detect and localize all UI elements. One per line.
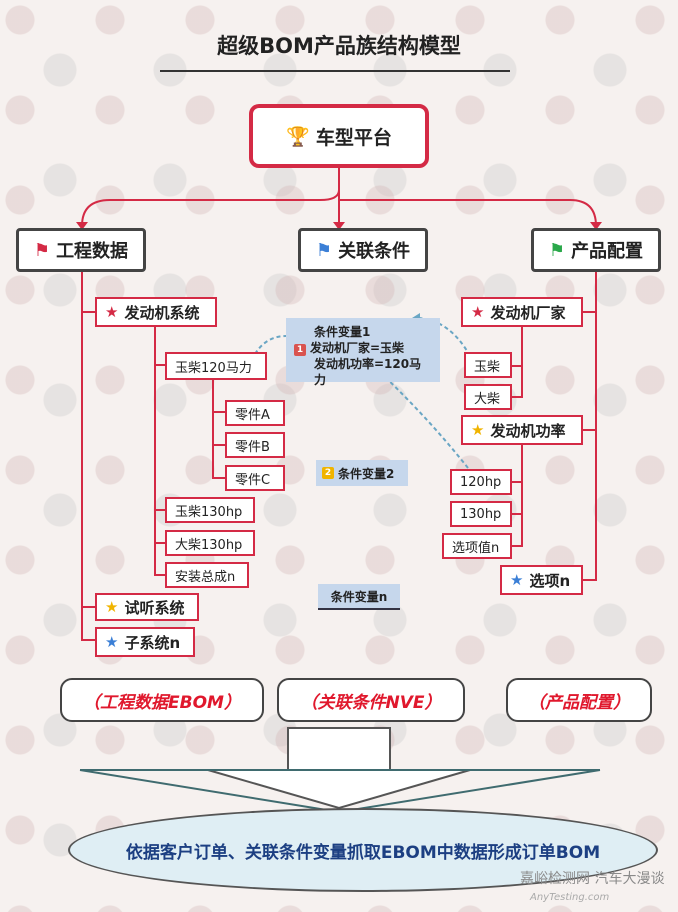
yuchai-node[interactable]: 玉柴 — [464, 352, 512, 378]
engine-maker-node[interactable]: ★ 发动机厂家 — [461, 297, 583, 327]
config-label: （产品配置） — [528, 692, 630, 713]
condition-label: 关联条件 — [338, 241, 411, 262]
star-icon: ★ — [105, 633, 119, 651]
option-value-n-label: 选项值n — [452, 540, 500, 556]
cond1-line1: 1 发动机厂家=玉柴 — [294, 340, 432, 356]
part-b-label: 零件B — [235, 439, 270, 455]
star-icon: ★ — [471, 303, 485, 321]
yuchai130-node[interactable]: 玉柴130hp — [165, 497, 255, 523]
summary-ellipse: 依据客户订单、关联条件变量抓取EBOM中数据形成订单BOM — [68, 808, 658, 892]
engine-system-node[interactable]: ★ 发动机系统 — [95, 297, 217, 327]
engine-system-label: 发动机系统 — [124, 303, 200, 322]
hp130-label: 130hp — [460, 506, 502, 522]
yuchai130-label: 玉柴130hp — [175, 504, 243, 520]
dachai130-node[interactable]: 大柴130hp — [165, 530, 255, 556]
red-flag-icon: ⚑ — [33, 239, 51, 261]
product-config-node[interactable]: ⚑ 产品配置 — [531, 228, 661, 272]
audition-system-node[interactable]: ★ 试听系统 — [95, 593, 199, 621]
engine-power-label: 发动机功率 — [490, 421, 566, 440]
trophy-icon: 🏆 — [286, 125, 310, 148]
badge-1: 1 — [294, 344, 306, 356]
ebom-label: （工程数据EBOM） — [83, 692, 241, 713]
cond1-line1-text: 发动机厂家=玉柴 — [310, 341, 405, 355]
engine-maker-label: 发动机厂家 — [490, 303, 566, 322]
subsystem-n-node[interactable]: ★ 子系统n — [95, 627, 195, 657]
root-label: 车型平台 — [315, 126, 392, 149]
condition-var-n-bubble[interactable]: 条件变量n — [318, 584, 400, 610]
watermark-site: AnyTesting.com — [530, 892, 610, 903]
watermark-brand: 嘉峪检测网 汽车大漫谈 — [520, 871, 665, 887]
product-config-label: 产品配置 — [571, 241, 644, 262]
option-n-node[interactable]: ★ 选项n — [500, 565, 583, 595]
yuchai-label: 玉柴 — [474, 359, 501, 375]
assembly-n-node[interactable]: 安装总成n — [165, 562, 249, 588]
part-c-node[interactable]: 零件C — [225, 465, 285, 491]
condition-var-1-bubble[interactable]: 条件变量1 1 发动机厂家=玉柴 发动机功率=120马力 — [286, 318, 440, 387]
nve-label-box: （关联条件NVE） — [277, 678, 465, 722]
star-icon: ★ — [471, 421, 485, 439]
cond1-line2: 发动机功率=120马力 — [314, 357, 422, 387]
assembly-n-label: 安装总成n — [175, 569, 236, 585]
hp120-node[interactable]: 120hp — [450, 469, 512, 495]
config-label-box: （产品配置） — [506, 678, 652, 722]
cond1-title: 条件变量1 — [314, 325, 371, 339]
dachai-node[interactable]: 大柴 — [464, 384, 512, 410]
ebom-label-box: （工程数据EBOM） — [60, 678, 264, 722]
part-a-label: 零件A — [235, 407, 270, 423]
condition-var-2-bubble[interactable]: 2 条件变量2 — [316, 460, 408, 486]
summary-text: 依据客户订单、关联条件变量抓取EBOM中数据形成订单BOM — [125, 842, 601, 863]
part-c-label: 零件C — [235, 472, 271, 488]
part-b-node[interactable]: 零件B — [225, 432, 285, 458]
part-a-node[interactable]: 零件A — [225, 400, 285, 426]
blue-flag-icon: ⚑ — [315, 239, 333, 261]
star-icon: ★ — [510, 571, 524, 589]
engineering-data-node[interactable]: ⚑ 工程数据 — [16, 228, 146, 272]
badge-2: 2 — [322, 467, 334, 479]
star-icon: ★ — [105, 598, 119, 616]
option-value-n-node[interactable]: 选项值n — [442, 533, 512, 559]
yuchai120-node[interactable]: 玉柴120马力 — [165, 352, 267, 380]
dachai130-label: 大柴130hp — [175, 537, 243, 553]
condition-node[interactable]: ⚑ 关联条件 — [298, 228, 428, 272]
green-flag-icon: ⚑ — [548, 239, 566, 261]
engine-power-node[interactable]: ★ 发动机功率 — [461, 415, 583, 445]
yuchai120-label: 玉柴120马力 — [175, 360, 252, 376]
nve-label: （关联条件NVE） — [300, 692, 442, 713]
cond2-label: 条件变量2 — [338, 466, 395, 481]
root-node[interactable]: 🏆 车型平台 — [249, 104, 429, 168]
page-title: 超级BOM产品族结构模型 — [217, 34, 461, 58]
subsystem-n-label: 子系统n — [124, 633, 181, 652]
star-icon: ★ — [105, 303, 119, 321]
dachai-label: 大柴 — [474, 391, 501, 407]
option-n-label: 选项n — [529, 571, 571, 590]
condn-label: 条件变量n — [330, 589, 388, 604]
hp120-label: 120hp — [460, 474, 502, 490]
engineering-data-label: 工程数据 — [56, 241, 129, 262]
title-underline — [160, 70, 510, 72]
audition-system-label: 试听系统 — [124, 598, 185, 617]
hp130-node[interactable]: 130hp — [450, 501, 512, 527]
